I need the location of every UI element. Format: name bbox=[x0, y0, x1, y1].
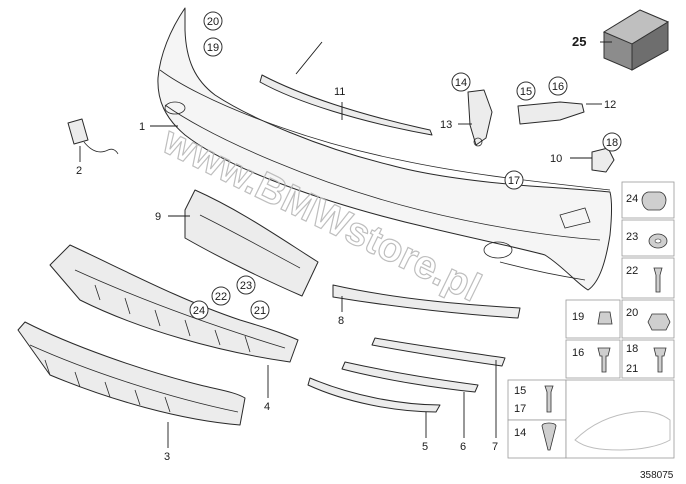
bolt-icon bbox=[597, 347, 611, 373]
clip-icon bbox=[597, 311, 613, 325]
callout-18[interactable]: 18 bbox=[606, 137, 618, 149]
grid-label-20: 20 bbox=[626, 307, 638, 319]
part-5-strip[interactable] bbox=[307, 377, 441, 413]
callout-9[interactable]: 9 bbox=[155, 211, 161, 223]
callout-19[interactable]: 19 bbox=[207, 42, 219, 54]
grid-label-21: 21 bbox=[626, 363, 638, 375]
callout-4[interactable]: 4 bbox=[264, 401, 270, 413]
part-6-strip[interactable] bbox=[341, 361, 479, 393]
callout-13[interactable]: 13 bbox=[440, 119, 452, 131]
callout-21[interactable]: 21 bbox=[254, 305, 266, 317]
callout-16[interactable]: 16 bbox=[552, 81, 564, 93]
callout-3[interactable]: 3 bbox=[164, 451, 170, 463]
grid-label-19: 19 bbox=[572, 311, 584, 323]
part-7-strip[interactable] bbox=[371, 337, 506, 367]
callout-2[interactable]: 2 bbox=[76, 165, 82, 177]
flange-nut-icon bbox=[647, 313, 671, 331]
callout-17[interactable]: 17 bbox=[508, 175, 520, 187]
grid-label-22: 22 bbox=[626, 265, 638, 277]
part-25-box[interactable] bbox=[602, 9, 670, 71]
callout-10[interactable]: 10 bbox=[550, 153, 562, 165]
part-12-bracket[interactable] bbox=[517, 101, 585, 125]
callout-1[interactable]: 1 bbox=[139, 121, 145, 133]
part-2-bracket[interactable] bbox=[67, 118, 119, 155]
grid-label-23: 23 bbox=[626, 231, 638, 243]
callouts: 1 2 3 4 5 6 7 8 9 10 11 12 13 25 20 19 1… bbox=[76, 11, 622, 463]
grid-label-15: 15 bbox=[514, 385, 526, 397]
plug-icon bbox=[541, 422, 557, 451]
callout-23[interactable]: 23 bbox=[240, 280, 252, 292]
part-4-carrier[interactable] bbox=[49, 244, 299, 363]
callout-25[interactable]: 25 bbox=[572, 34, 586, 49]
bumper-cover[interactable] bbox=[157, 7, 612, 291]
grid-label-24: 24 bbox=[626, 193, 638, 205]
part-8-strip[interactable] bbox=[332, 284, 521, 319]
grid-label-16: 16 bbox=[572, 347, 584, 359]
screw-icon bbox=[653, 267, 663, 293]
cap-nut-icon bbox=[641, 191, 667, 211]
grid-label-17: 17 bbox=[514, 403, 526, 415]
callout-15[interactable]: 15 bbox=[520, 86, 532, 98]
expansion-rivet-icon bbox=[544, 385, 554, 413]
callout-24[interactable]: 24 bbox=[193, 305, 205, 317]
car-silhouette-icon bbox=[574, 411, 671, 451]
part-10-connector[interactable] bbox=[591, 147, 615, 173]
part-11-seal[interactable] bbox=[259, 74, 433, 136]
part-9-mount[interactable] bbox=[184, 189, 319, 297]
part-13-bracket[interactable] bbox=[467, 89, 493, 147]
drawing-code: 358075 bbox=[640, 470, 674, 481]
callout-8[interactable]: 8 bbox=[338, 315, 344, 327]
callout-5[interactable]: 5 bbox=[422, 441, 428, 453]
grid-label-14: 14 bbox=[514, 427, 526, 439]
callout-22[interactable]: 22 bbox=[215, 291, 227, 303]
grid-label-18: 18 bbox=[626, 343, 638, 355]
callout-20[interactable]: 20 bbox=[207, 16, 219, 28]
grid-labels: 24 23 22 19 20 16 18 21 15 17 14 bbox=[514, 193, 638, 439]
leader-lines bbox=[79, 41, 612, 448]
callout-11[interactable]: 11 bbox=[334, 86, 345, 98]
callout-7[interactable]: 7 bbox=[492, 441, 498, 453]
bolt-washer-icon bbox=[653, 347, 667, 373]
callout-14[interactable]: 14 bbox=[455, 77, 467, 89]
hardware-grid bbox=[507, 181, 675, 459]
part-3-carrier[interactable] bbox=[17, 321, 246, 426]
callout-6[interactable]: 6 bbox=[460, 441, 466, 453]
callout-12[interactable]: 12 bbox=[604, 99, 616, 111]
